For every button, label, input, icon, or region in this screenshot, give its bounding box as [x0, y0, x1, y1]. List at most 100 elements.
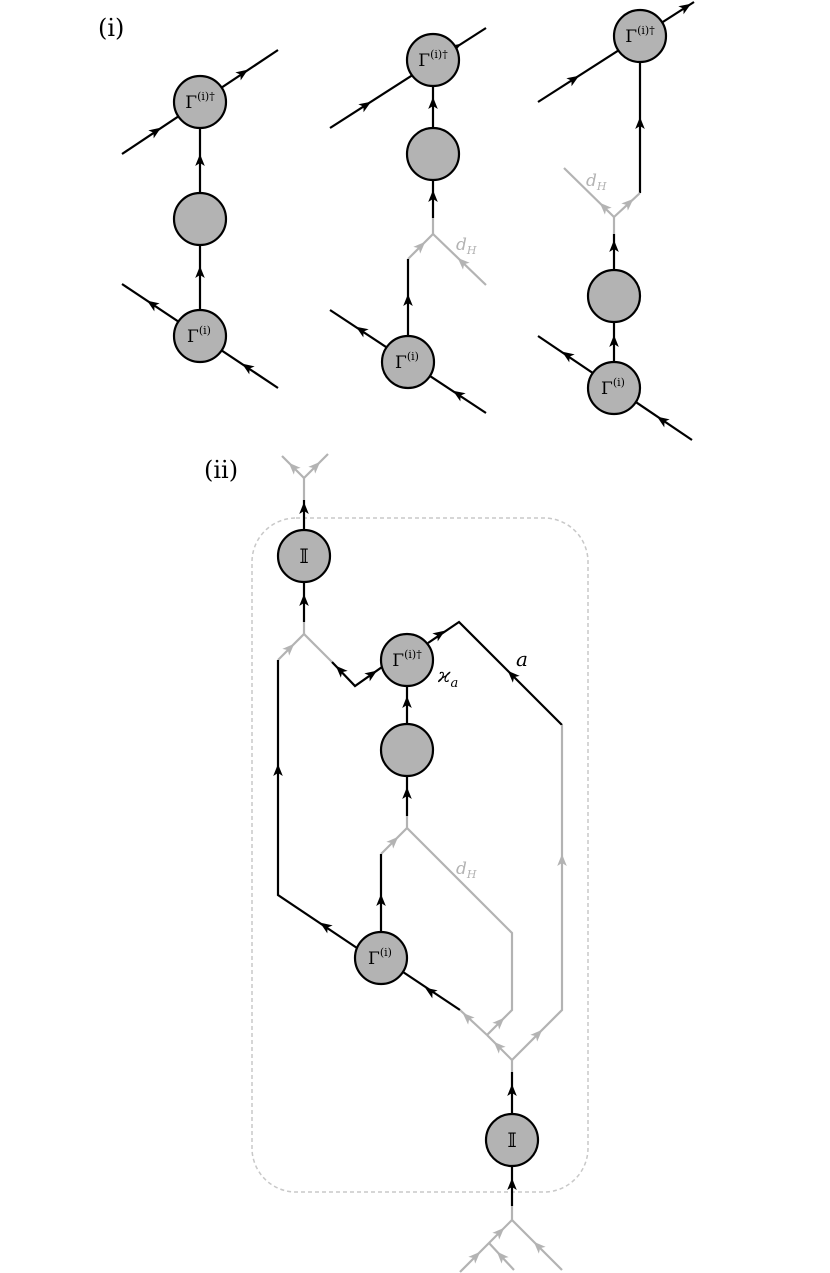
svg-text:Γ(i): Γ(i): [601, 376, 625, 399]
arrow-marker: [386, 836, 399, 849]
diagram-i-3: dH Γ(i)† Γ(i): [537, 1, 695, 441]
arrow-marker: [299, 502, 309, 514]
arrow-marker: [566, 75, 580, 87]
dim-label-base: d: [456, 235, 467, 255]
arrow-marker: [195, 266, 205, 278]
arrow-marker: [403, 294, 413, 306]
arrow-marker: [299, 594, 309, 606]
dim-label-base: d: [586, 171, 597, 191]
gamma-symbol: Γ: [185, 93, 197, 113]
gamma-symbol: Γ: [395, 353, 407, 373]
svg-text:Γ(i)†: Γ(i)†: [418, 48, 448, 71]
gamma-node: [353, 930, 409, 986]
identity-node-top: [276, 528, 332, 584]
gamma-node: [380, 334, 436, 390]
svg-text:Γ(i)†: Γ(i)†: [392, 648, 422, 671]
arrow-marker: [413, 241, 426, 254]
arrow-marker: [288, 462, 301, 475]
arrow-marker: [376, 894, 386, 906]
dim-label-sub: H: [466, 244, 477, 257]
gamma-dagger-superscript: (i)†: [404, 648, 422, 661]
gamma-node: [172, 308, 228, 364]
arrow-marker: [557, 854, 567, 866]
arrow-marker: [530, 1029, 543, 1042]
gamma-dagger-node: [379, 632, 435, 688]
gamma-superscript: (i): [199, 324, 211, 337]
arrow-marker: [462, 1012, 475, 1025]
arrow-marker: [358, 101, 372, 113]
arrow-marker: [355, 326, 369, 338]
arrow-marker: [492, 1227, 505, 1240]
blank-node: [586, 268, 642, 324]
gamma-dagger-superscript: (i)†: [637, 24, 655, 37]
arrow-marker: [428, 190, 438, 202]
identity-label: 𝕀: [507, 1128, 516, 1152]
svg-text:Γ(i): Γ(i): [368, 946, 392, 969]
arrow-marker: [432, 630, 445, 642]
diagram-i-2: dH Γ(i)† Γ(i): [329, 27, 487, 414]
gamma-symbol: Γ: [601, 379, 613, 399]
svg-text:dH: dH: [456, 235, 477, 257]
arrow-marker: [235, 69, 248, 81]
svg-text:Γ(i): Γ(i): [187, 324, 211, 347]
panel-label-ii: (ii): [204, 456, 238, 484]
diagram-i-1: Γ(i)† Γ(i): [121, 49, 279, 389]
arrow-marker: [457, 257, 470, 270]
blank-node: [405, 126, 461, 182]
arrow-marker: [364, 670, 377, 682]
diagram-ii: dH 𝕀 Γ(i)† Γ(i) 𝕀: [251, 453, 589, 1273]
svg-text:dH: dH: [456, 859, 477, 881]
arrow-marker: [635, 117, 645, 129]
arrow-marker: [507, 670, 520, 683]
arrow-marker: [599, 202, 612, 215]
svg-text:ϰa: ϰa: [437, 663, 458, 691]
arrow-marker: [678, 3, 692, 15]
arrow-marker: [609, 335, 619, 347]
gamma-symbol: Γ: [187, 327, 199, 347]
gamma-symbol: Γ: [625, 27, 637, 47]
kappa-label-base: ϰ: [437, 663, 451, 687]
arrow-marker: [492, 1017, 505, 1030]
arrow-marker: [507, 1084, 517, 1096]
arrow-marker: [468, 1251, 481, 1264]
arrow-marker: [562, 351, 575, 363]
identity-node-bottom: [484, 1112, 540, 1168]
gamma-dagger-superscript: (i)†: [430, 48, 448, 61]
identity-label: 𝕀: [299, 544, 308, 568]
arrow-marker: [320, 922, 333, 934]
arrow-marker: [195, 154, 205, 166]
arrow-marker: [402, 787, 412, 799]
gamma-node: [586, 360, 642, 416]
arrow-marker: [425, 987, 438, 999]
gamma-dagger-node: [405, 32, 461, 88]
arrow-marker: [493, 1041, 506, 1054]
arrow-marker: [242, 363, 255, 375]
gamma-dagger-node: [172, 74, 228, 130]
arrow-marker: [282, 643, 295, 656]
kappa-label-sub: a: [450, 676, 458, 691]
arrow-marker: [496, 1251, 509, 1264]
gamma-superscript: (i): [380, 946, 392, 959]
dim-label-sub: H: [596, 180, 607, 193]
svg-text:dH: dH: [586, 171, 607, 193]
svg-text:Γ(i)†: Γ(i)†: [185, 90, 215, 113]
gamma-dagger-node: [612, 8, 668, 64]
arrow-marker: [452, 390, 466, 402]
gamma-symbol: Γ: [368, 949, 380, 969]
svg-text:Γ(i): Γ(i): [395, 350, 419, 373]
dim-label-sub: H: [466, 868, 477, 881]
gamma-dagger-superscript: (i)†: [197, 90, 215, 103]
gamma-superscript: (i): [613, 376, 625, 389]
arrow-marker: [609, 240, 619, 252]
arrow-marker: [533, 1241, 546, 1254]
dashed-boundary: [251, 517, 589, 1193]
arrow-marker: [507, 1178, 517, 1190]
arrow-marker: [147, 300, 160, 312]
arrow-marker: [428, 97, 438, 109]
arrow-marker: [308, 461, 321, 474]
blank-node: [172, 191, 228, 247]
arrow-marker: [335, 665, 348, 678]
arrow-marker: [402, 696, 412, 708]
gamma-superscript: (i): [407, 350, 419, 363]
